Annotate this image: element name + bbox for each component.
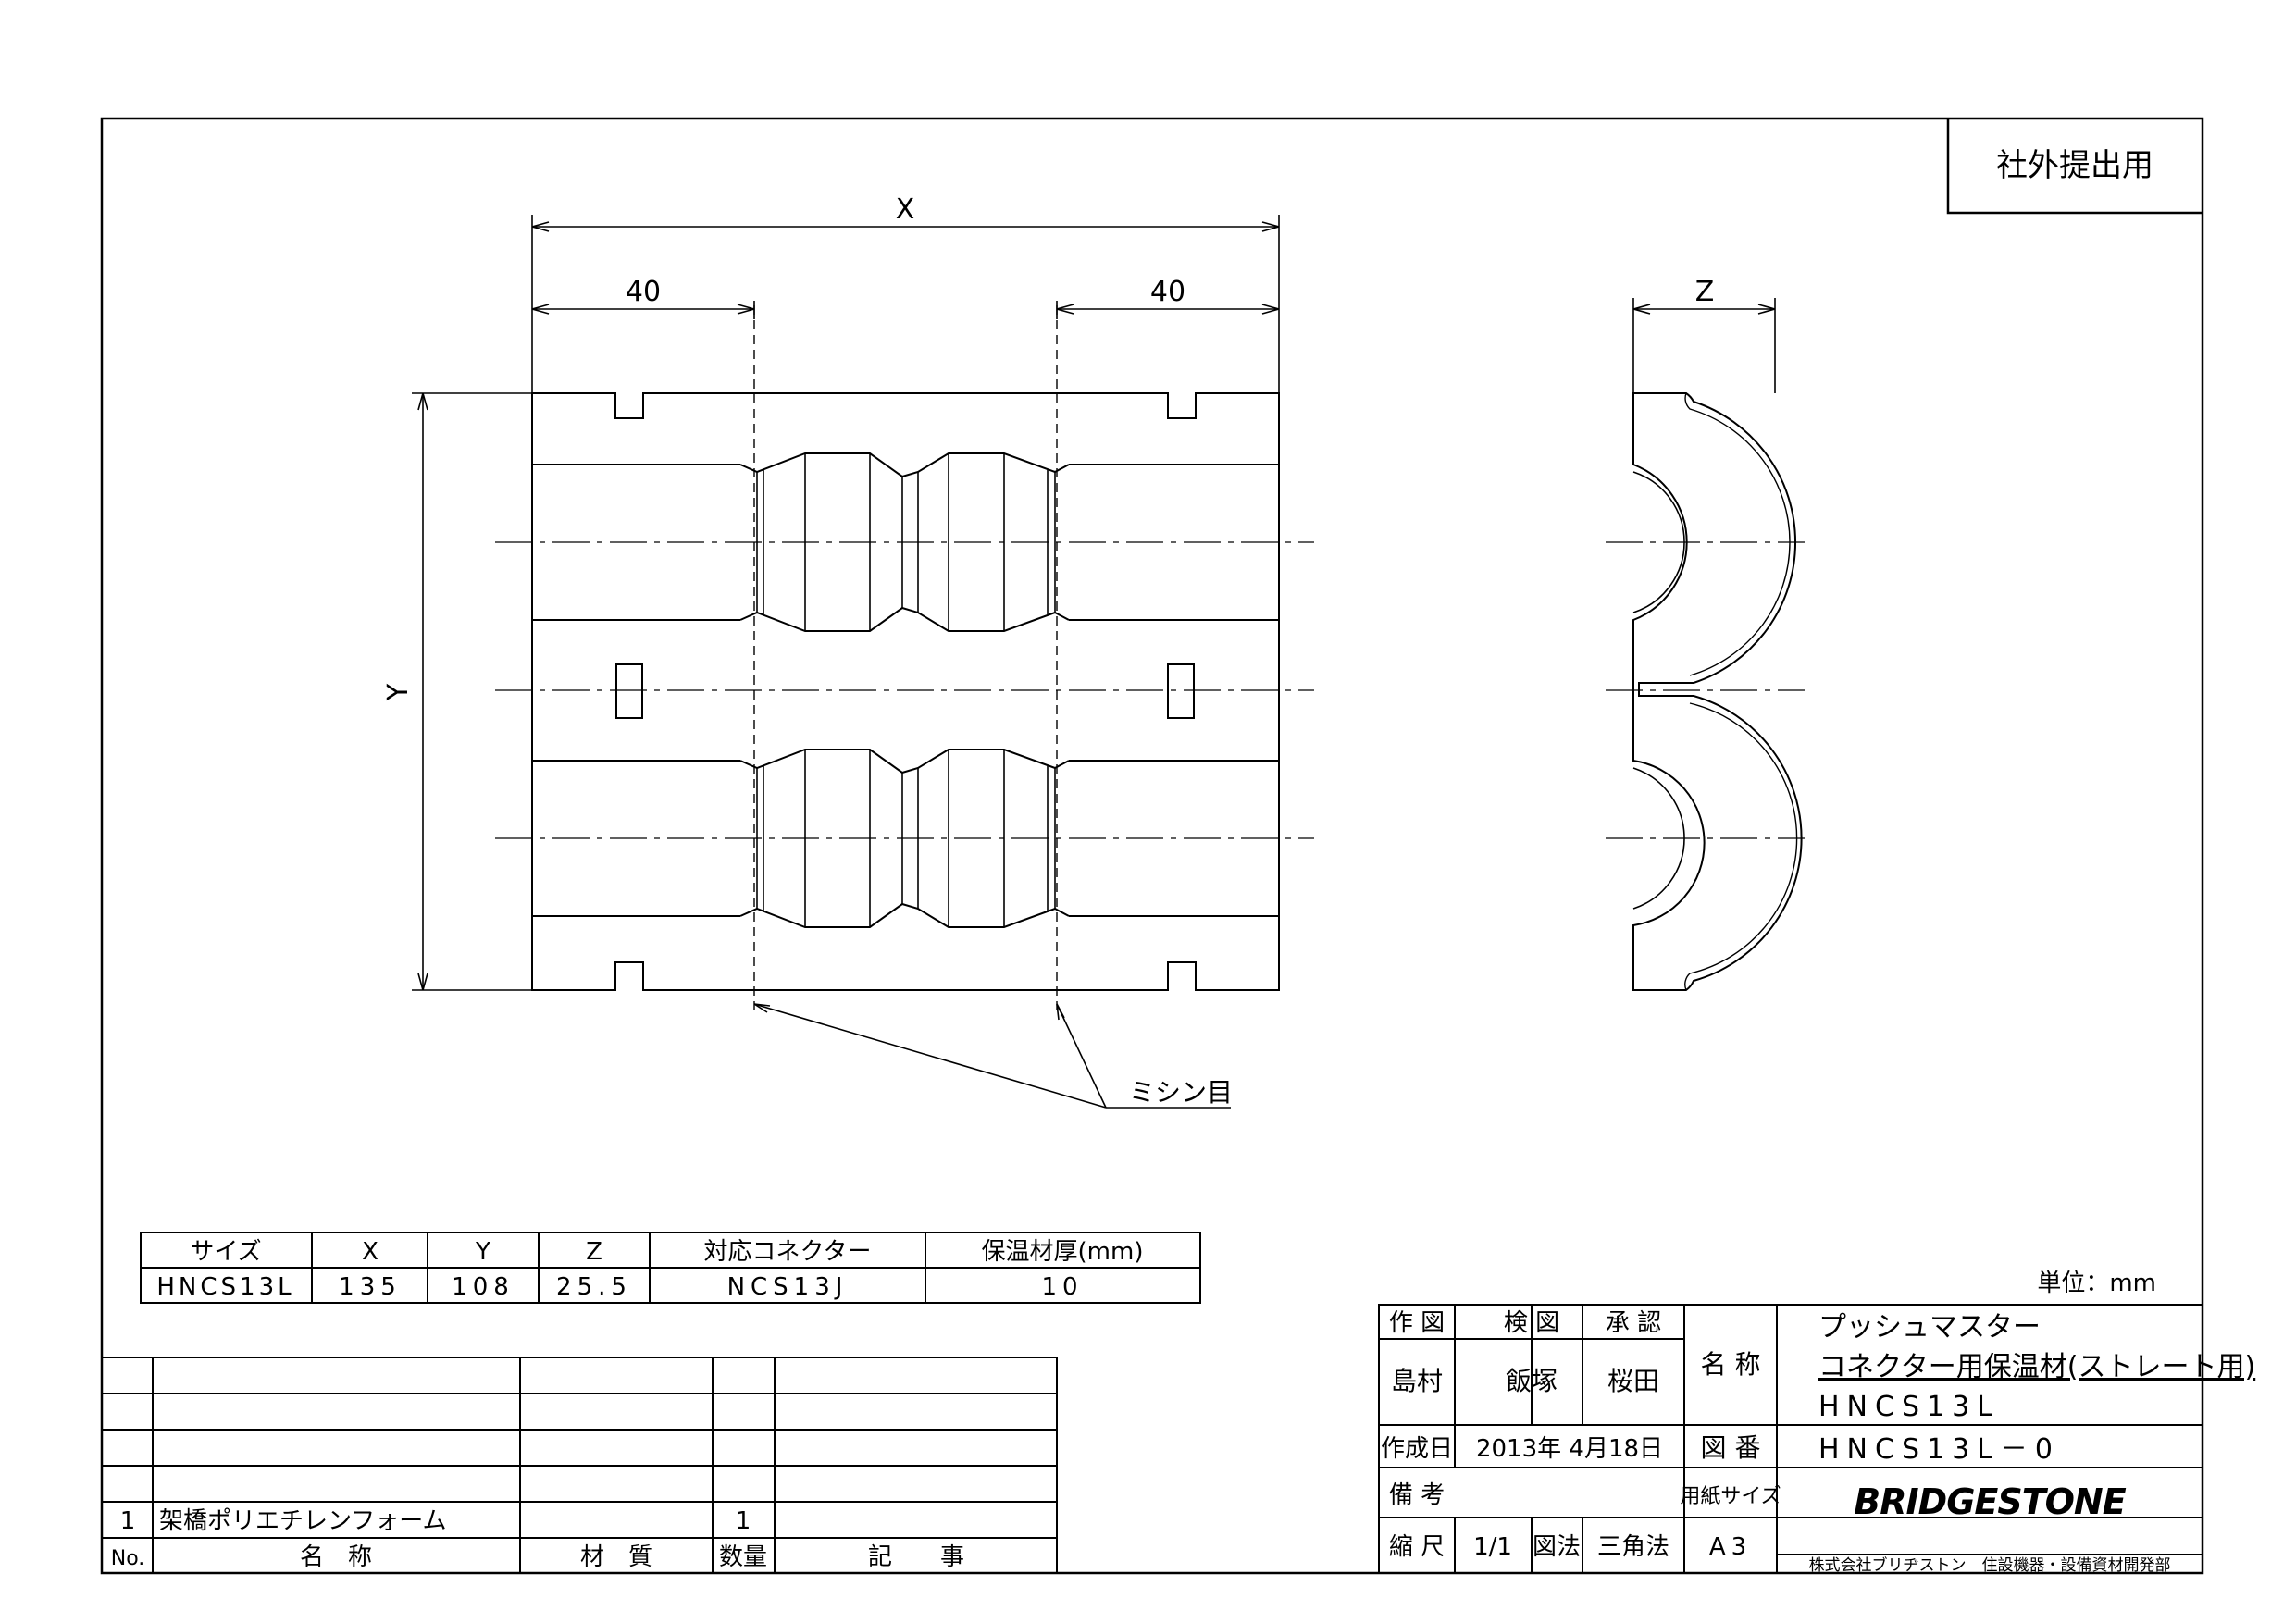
paper-size-label: 用紙サイズ [1680,1485,1781,1508]
product-line2: コネクター用保温材(ストレート用) [1818,1351,2255,1383]
slot-right [1167,663,1195,719]
parts-header-name: 名 称 [300,1543,372,1571]
groove-bottom-upper [739,749,1070,774]
parts-list-text: 1 架橋ポリエチレンフォーム 1 No. 名 称 材 質 数量 記 事 [111,1507,964,1571]
dimension-x [531,215,1280,393]
spec-value-connector: NCS13J [727,1273,849,1301]
dim-40-left-label: 40 [626,276,661,308]
dim-x-label: X [896,193,915,226]
parts-header-qty: 数量 [719,1543,767,1571]
drawn-label: 作 図 [1389,1309,1445,1337]
side-view [1606,392,1805,991]
date-value: 2013年 4月18日 [1476,1435,1663,1463]
perforation-label: ミシン目 [1129,1077,1233,1108]
projection-value: 三角法 [1597,1533,1669,1561]
front-outline [531,392,1280,991]
paper-size-value: A3 [1709,1533,1752,1561]
approved-by: 桜田 [1607,1366,1659,1396]
dimension-40-right [1056,301,1280,319]
company-name: 株式会社ブリヂストン 住設機器・設備資材開発部 [1809,1555,2171,1575]
scale-label: 縮 尺 [1389,1533,1445,1561]
spec-header-y: Y [475,1238,490,1266]
scale-value: 1/1 [1473,1533,1512,1561]
dimension-z [1632,298,1776,393]
drawn-by: 島村 [1391,1366,1443,1396]
name-label: 名 称 [1701,1349,1761,1380]
sheet-border [100,117,2204,1575]
parts-list [101,1357,1058,1574]
parts-header-note: 記 事 [868,1543,964,1571]
date-label: 作成日 [1381,1435,1453,1463]
title-block [1378,1304,2203,1574]
parts-row-qty: 1 [736,1507,751,1535]
spec-table [140,1232,1201,1304]
stamp-text: 社外提出用 [1996,147,2153,184]
dimension-y [412,392,532,991]
drawing-no: HNCS13L－0 [1818,1433,2060,1466]
slot-left [615,663,643,719]
spec-table-text: サイズ X Y Z 対応コネクター 保温材厚(mm) HNCS13L 135 1… [156,1238,1143,1301]
spec-header-z: Z [586,1238,602,1266]
title-block-text: 作 図 検 図 承 認 島村 飯塚 桜田 名 称 プッシュマスター コネクター用… [1381,1309,2255,1575]
perforation-leader [753,1003,1231,1109]
spec-value-thickness: 10 [1041,1273,1083,1301]
external-submission-stamp: 社外提出用 [1946,118,2203,215]
remarks-label: 備 考 [1389,1481,1445,1509]
spec-value-x: 135 [339,1273,402,1301]
spec-header-thickness: 保温材厚(mm) [982,1238,1144,1266]
parts-row-name: 架橋ポリエチレンフォーム [159,1507,446,1535]
dim-z-label: Z [1695,276,1715,308]
side-outline [1632,392,1803,991]
checked-label: 検 図 [1504,1309,1559,1337]
dim-y-label: Y [382,683,415,701]
spec-value-z: 25.5 [556,1273,632,1301]
groove-bottom-lower [739,902,1070,928]
spec-header-x: X [362,1238,379,1266]
dimension-40-left [531,301,755,319]
checked-by: 飯塚 [1506,1366,1558,1396]
spec-header-connector: 対応コネクター [704,1238,872,1266]
dim-40-right-label: 40 [1150,276,1185,308]
groove-top-upper [739,452,1070,478]
parts-header-material: 材 質 [580,1543,652,1571]
parts-row-no: 1 [120,1507,136,1535]
parts-header-no: No. [111,1547,145,1570]
spec-value-y: 108 [452,1273,515,1301]
unit-note: 単位：mm [2037,1270,2156,1297]
product-line1: プッシュマスター [1818,1311,2041,1344]
product-line3: HNCS13L [1818,1391,2000,1423]
groove-top-lower [739,606,1070,632]
drawing-no-label: 図 番 [1701,1432,1761,1463]
brand-logo: BRIDGESTONE [1854,1481,2126,1522]
approved-label: 承 認 [1606,1309,1661,1337]
front-view [495,305,1314,1013]
projection-label: 図法 [1533,1533,1581,1561]
spec-header-size: サイズ [190,1238,261,1266]
spec-value-size: HNCS13L [156,1273,294,1301]
